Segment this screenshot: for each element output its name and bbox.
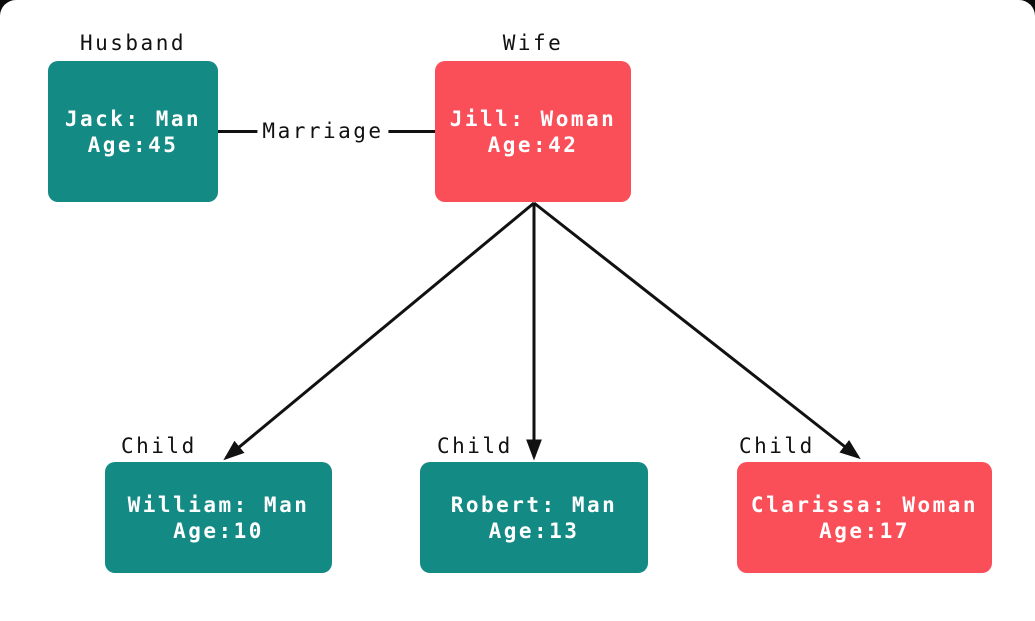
node-clarissa-age-line: Age:17 bbox=[819, 518, 910, 543]
node-william-name-line: William: Man bbox=[127, 492, 310, 517]
node-william: William: Man Age:10 bbox=[105, 462, 332, 573]
node-jack-name-line: Jack: Man bbox=[64, 106, 202, 131]
node-robert: Robert: Man Age:13 bbox=[420, 462, 648, 573]
node-role-label-wife: Wife bbox=[502, 31, 564, 55]
node-jill: Jill: Woman Age:42 bbox=[435, 61, 631, 202]
node-william-age-line: Age:10 bbox=[173, 518, 264, 543]
node-robert-name-line: Robert: Man bbox=[450, 492, 618, 517]
node-clarissa: Clarissa: Woman Age:17 bbox=[737, 462, 992, 573]
edge-jill-to-william bbox=[223, 201, 535, 461]
node-role-label-child-robert: Child bbox=[437, 434, 513, 458]
node-clarissa-name-line: Clarissa: Woman bbox=[750, 492, 979, 517]
node-jack-age-line: Age:45 bbox=[87, 132, 179, 157]
node-jill-name-line: Jill: Woman bbox=[449, 106, 617, 131]
node-role-label-child-william: Child bbox=[121, 434, 197, 458]
node-role-label-child-clarissa: Child bbox=[739, 434, 815, 458]
node-jill-age-line: Age:42 bbox=[487, 132, 579, 157]
edge-label-marriage: Marriage bbox=[257, 119, 389, 144]
node-robert-age-line: Age:13 bbox=[488, 518, 580, 543]
edge-jill-to-clarissa bbox=[533, 201, 861, 460]
node-role-label-husband: Husband bbox=[79, 31, 186, 55]
node-jack: Jack: Man Age:45 bbox=[48, 61, 218, 202]
